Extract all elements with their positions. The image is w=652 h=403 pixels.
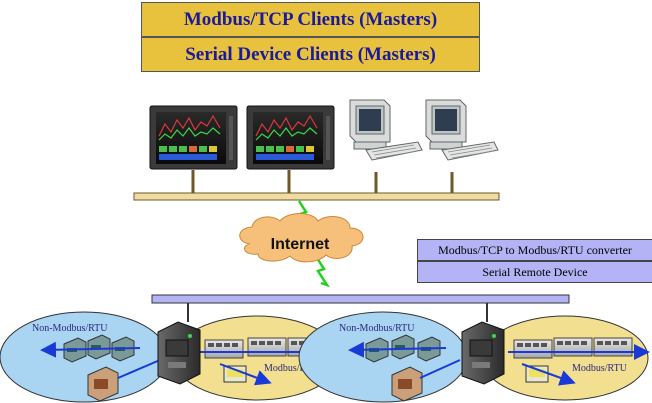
barcode-reader-icon (87, 366, 119, 402)
internet-cloud: Internet (239, 213, 364, 263)
modbus-rtu-zone (481, 315, 649, 401)
client-bus (133, 170, 500, 201)
segment-2: Non-Modbus/RTU Modbus/RTU (298, 311, 650, 403)
io-module-icon (391, 334, 415, 360)
legend-serial-remote-device: Serial Remote Device (417, 261, 652, 283)
meter-display-icon (223, 365, 247, 383)
modbus-module-icon (247, 337, 287, 357)
lightning-icon (315, 257, 330, 288)
barcode-reader-icon (391, 366, 423, 402)
touch-panel-icon (246, 105, 335, 170)
internet-label: Internet (271, 236, 330, 253)
field-bus (151, 294, 570, 322)
modbus-rtu-label: Modbus/RTU (264, 363, 320, 374)
converter-device-icon (461, 321, 505, 385)
pc-computer-icon (349, 99, 423, 161)
pc-computer-icon (425, 99, 499, 161)
modbus-module-icon (593, 337, 633, 357)
non-modbus-label: Non-Modbus/RTU (32, 323, 108, 334)
title-serial-device-clients: Serial Device Clients (Masters) (141, 37, 480, 72)
modbus-module-icon (204, 339, 244, 359)
modbus-rtu-label: Modbus/RTU (572, 363, 628, 374)
modbus-module-icon (513, 339, 553, 359)
touch-panel-icon (149, 105, 238, 170)
modbus-module-icon (553, 337, 593, 357)
io-module-icon (87, 334, 111, 360)
non-modbus-label: Non-Modbus/RTU (339, 323, 415, 334)
title-modbus-tcp-clients: Modbus/TCP Clients (Masters) (141, 2, 480, 37)
converter-device-icon (157, 321, 201, 385)
legend-converter: Modbus/TCP to Modbus/RTU converter (417, 239, 652, 261)
segment-1: Non-Modbus/RTU Modbus/RTU (0, 311, 344, 403)
